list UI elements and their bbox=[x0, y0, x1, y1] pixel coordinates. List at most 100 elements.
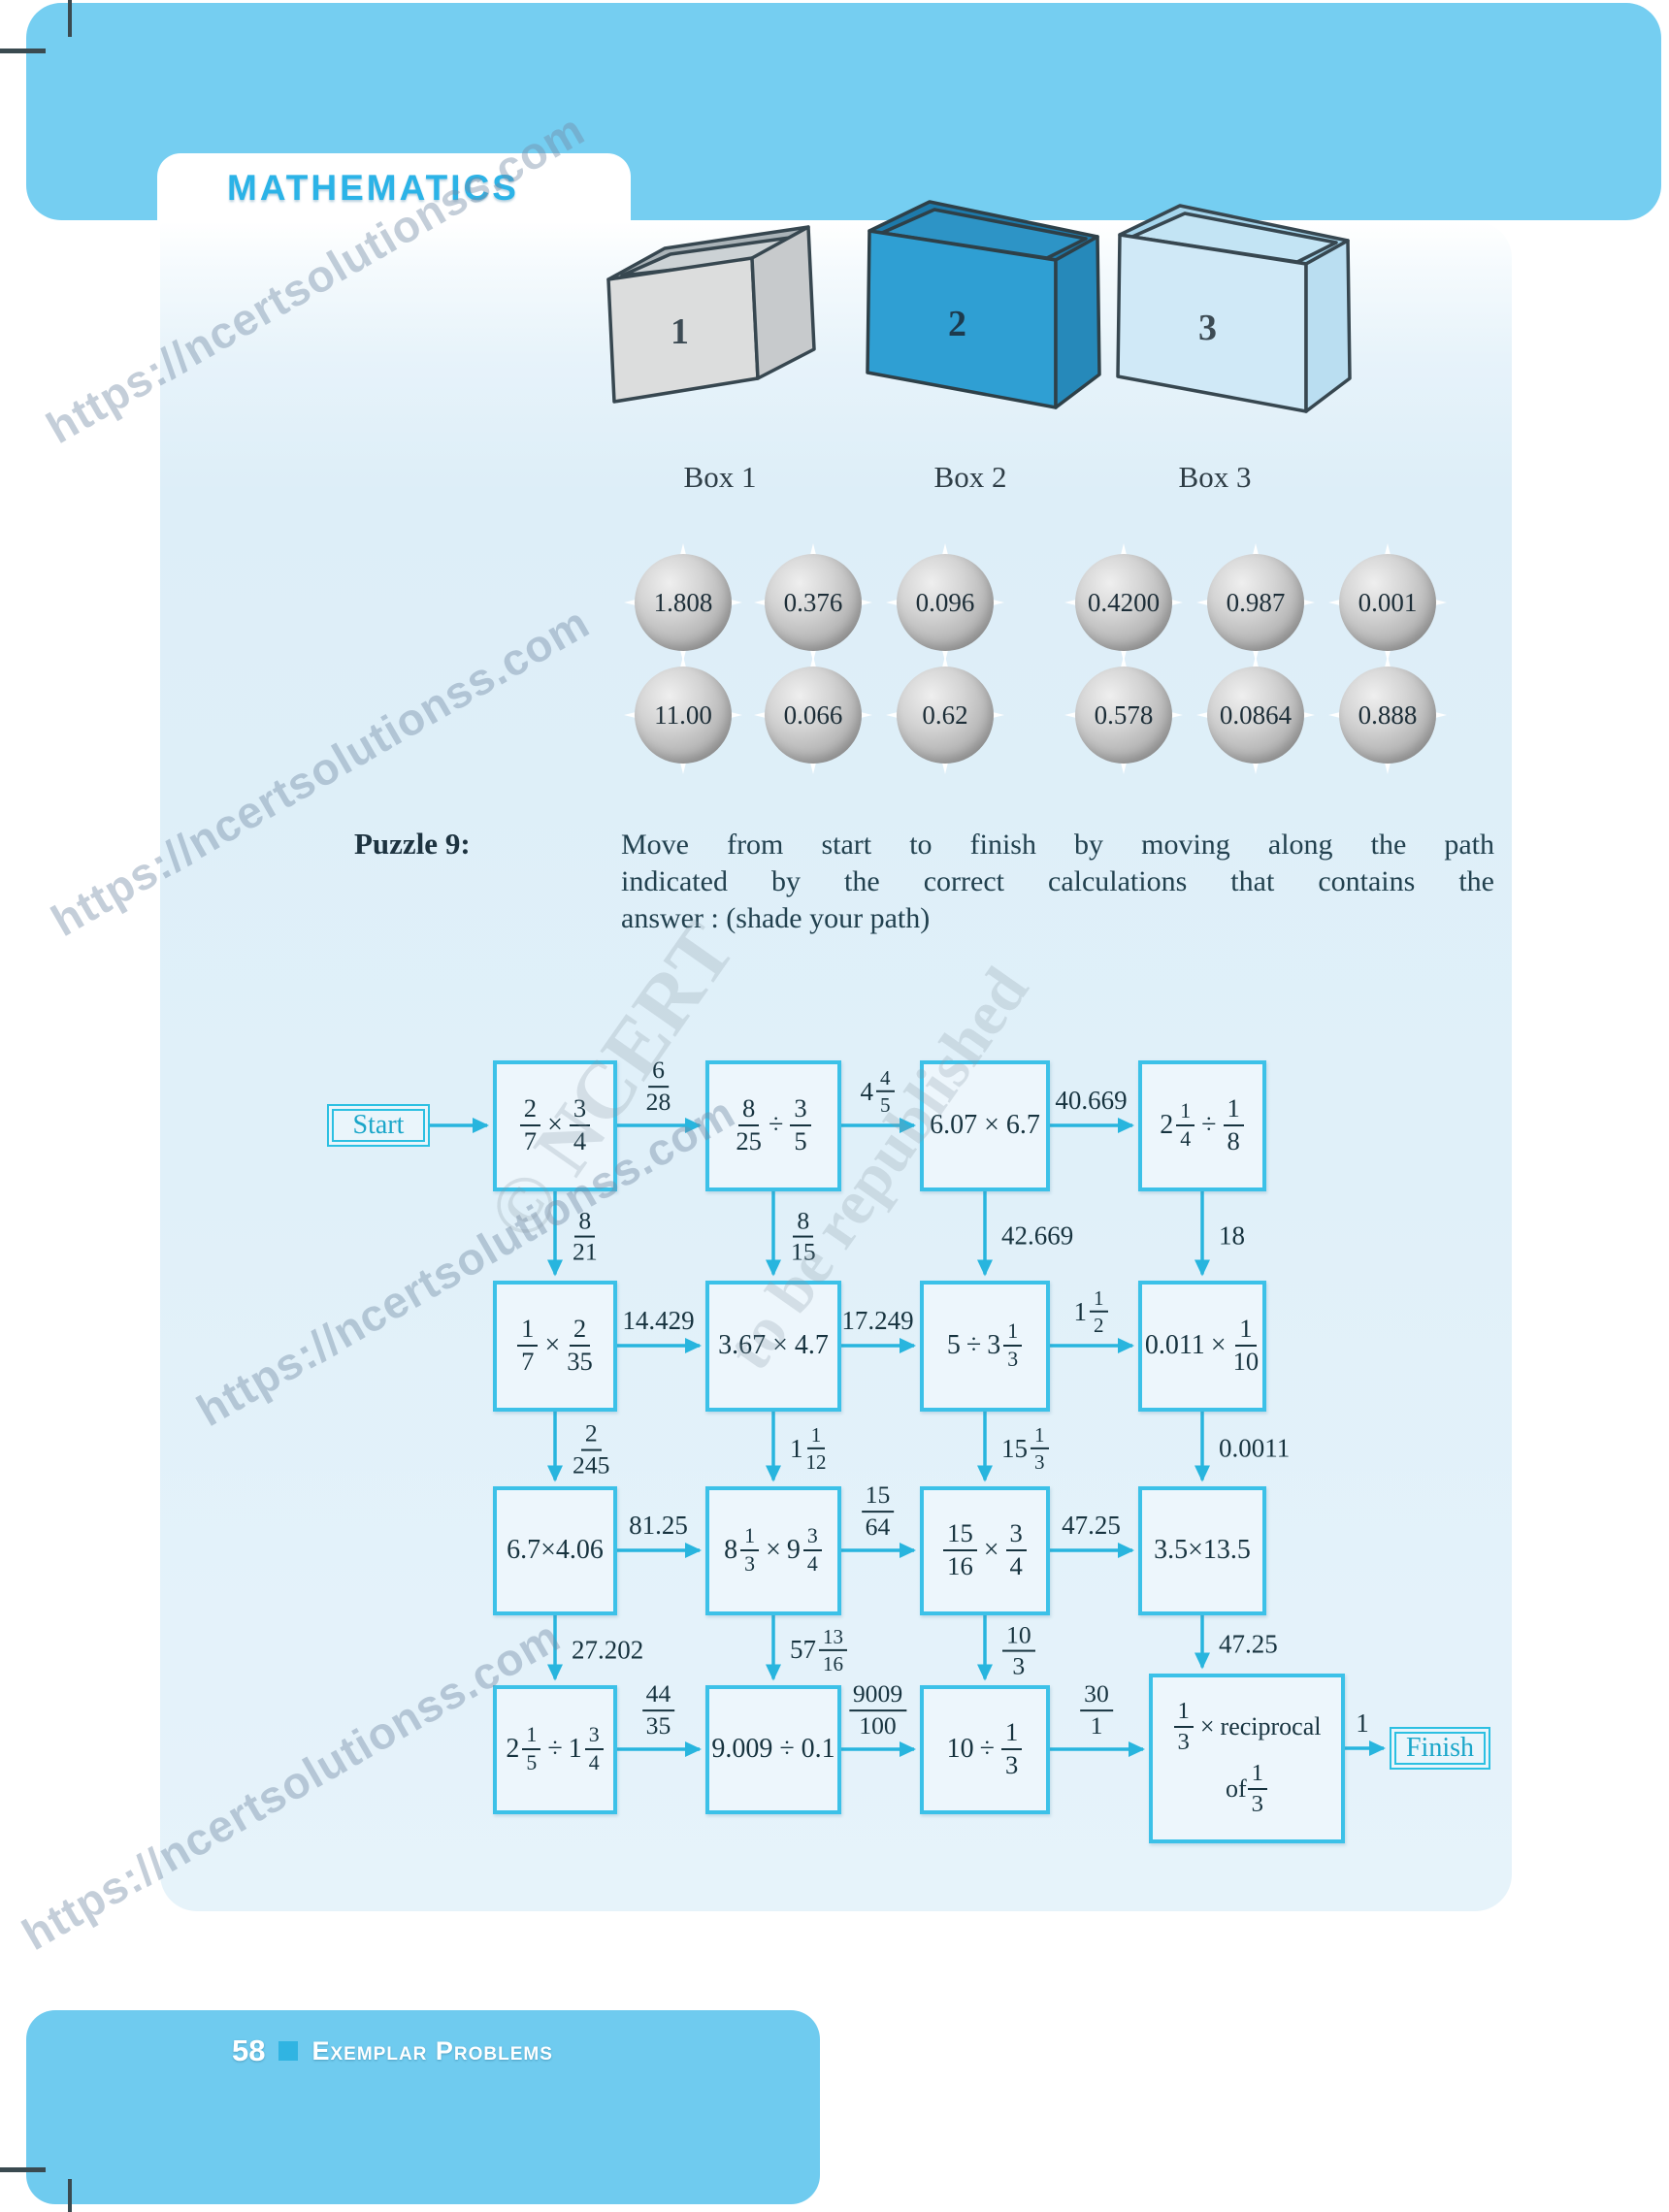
math-text: 42.669 bbox=[1001, 1220, 1074, 1250]
operator: × bbox=[1210, 1330, 1227, 1360]
math-text: reciprocal bbox=[1220, 1712, 1322, 1741]
number-ball: 0.578 bbox=[1064, 656, 1183, 774]
number-ball: 0.376 bbox=[754, 543, 872, 662]
ball-sphere: 1.808 bbox=[635, 554, 732, 651]
figure-box-caption: Box 2 bbox=[933, 460, 1007, 494]
math-text: 17.249 bbox=[841, 1306, 914, 1335]
open-box-3d-icon: 2 bbox=[866, 200, 1101, 409]
ball-value: 0.001 bbox=[1358, 587, 1418, 617]
start-box: Start bbox=[327, 1104, 430, 1147]
edge-label: 27.202 bbox=[572, 1635, 643, 1665]
operator: × bbox=[766, 1535, 781, 1565]
math-text: 0.0011 bbox=[1219, 1433, 1291, 1463]
edge-label: 47.25 bbox=[1219, 1629, 1278, 1659]
figure-box-caption: Box 3 bbox=[1178, 460, 1252, 494]
math-expression: 3.67 × 4.7 bbox=[718, 1330, 829, 1361]
finish-label: Finish bbox=[1394, 1732, 1486, 1765]
operator: × bbox=[1199, 1712, 1215, 1741]
edge-label: 40.669 bbox=[1055, 1086, 1127, 1116]
ball-sphere: 0.578 bbox=[1075, 667, 1172, 764]
ball-sphere: 0.987 bbox=[1207, 554, 1304, 651]
ball-value: 0.066 bbox=[783, 699, 843, 730]
operator: ÷ bbox=[768, 1110, 784, 1140]
crop-mark-bottom-vertical bbox=[68, 2179, 72, 2212]
maze-box-b31: 6.7×4.06 bbox=[493, 1485, 617, 1615]
number-ball: 0.987 bbox=[1196, 543, 1315, 662]
math-text: of bbox=[1225, 1773, 1247, 1803]
ball-sphere: 0.096 bbox=[897, 554, 994, 651]
ball-sphere: 0.4200 bbox=[1075, 554, 1172, 651]
crop-mark-top-vertical bbox=[68, 0, 72, 37]
number-ball: 0.066 bbox=[754, 656, 872, 774]
math-expression: 6.07 × 6.7 bbox=[930, 1110, 1040, 1141]
ball-value: 0.0864 bbox=[1219, 699, 1293, 730]
ball-value: 11.00 bbox=[654, 699, 712, 730]
open-box-3d-icon: 3 bbox=[1116, 204, 1352, 413]
math-text: 10 bbox=[946, 1734, 974, 1764]
figure-box-2: 2 bbox=[859, 200, 1101, 418]
ball-sphere: 0.001 bbox=[1339, 554, 1436, 651]
ball-sphere: 11.00 bbox=[635, 667, 732, 764]
math-text: 6.07 × 6.7 bbox=[930, 1110, 1040, 1140]
math-expression: 6.7×4.06 bbox=[507, 1535, 604, 1566]
ball-value: 0.578 bbox=[1094, 699, 1154, 730]
open-box-3d-icon: 1 bbox=[606, 225, 816, 404]
start-label: Start bbox=[332, 1109, 425, 1142]
crop-mark-bottom-horizontal bbox=[0, 2167, 46, 2172]
box-number: 2 bbox=[948, 304, 966, 344]
page-title: MATHEMATICS bbox=[227, 168, 519, 208]
number-ball: 0.4200 bbox=[1064, 543, 1183, 662]
math-text: 47.25 bbox=[1219, 1629, 1278, 1658]
ball-value: 0.4200 bbox=[1087, 587, 1161, 617]
subject-tab: MATHEMATICS bbox=[157, 153, 631, 223]
number-ball: 0.0864 bbox=[1196, 656, 1315, 774]
crop-mark-top-horizontal bbox=[0, 49, 46, 53]
math-text: 81.25 bbox=[629, 1511, 688, 1540]
operator: × bbox=[547, 1110, 563, 1140]
finish-edge-label: 1 bbox=[1356, 1708, 1369, 1739]
ball-sphere: 0.888 bbox=[1339, 667, 1436, 764]
ball-value: 1.808 bbox=[653, 587, 713, 617]
figure-box-1: 1 bbox=[597, 211, 839, 430]
